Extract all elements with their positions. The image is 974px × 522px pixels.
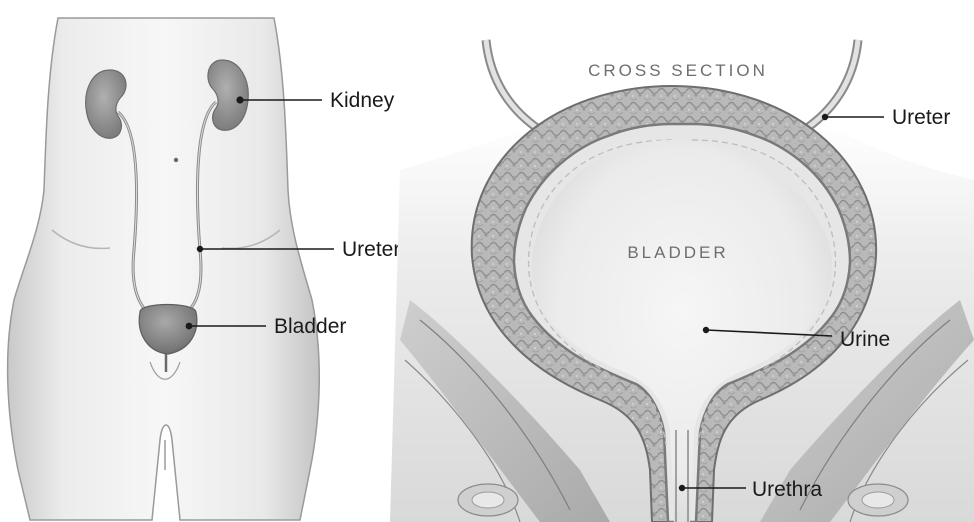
label-bladder-inner: BLADDER <box>627 243 728 262</box>
cross-section-ureter-left <box>486 40 540 130</box>
torso-outline <box>8 18 320 520</box>
label-ureter-right: Ureter <box>892 106 950 129</box>
body-figure <box>8 18 320 520</box>
label-urethra: Urethra <box>752 478 822 501</box>
label-bladder-left: Bladder <box>274 315 346 338</box>
label-kidney: Kidney <box>330 89 395 112</box>
cross-section-illustration <box>390 40 974 522</box>
label-urine: Urine <box>840 328 890 351</box>
label-cross-section: CROSS SECTION <box>588 61 768 80</box>
label-ureter-left: Ureter <box>342 238 400 261</box>
